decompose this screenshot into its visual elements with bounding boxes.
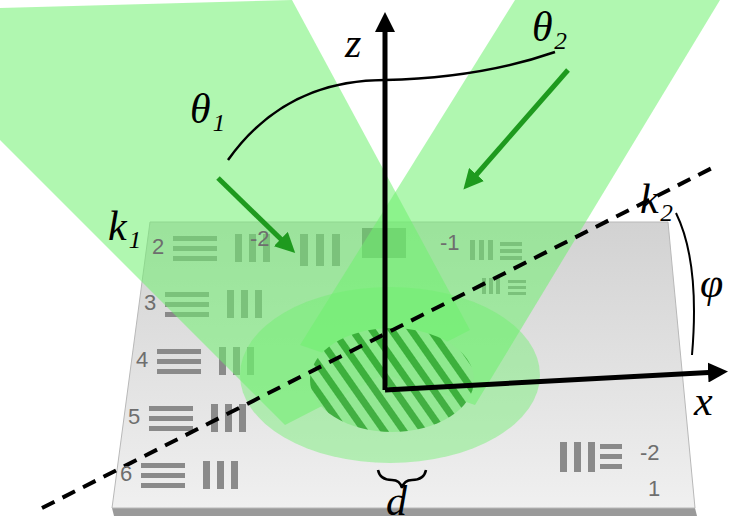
beam-footprint — [240, 287, 540, 463]
phi-arc — [676, 213, 694, 355]
target-bar — [560, 442, 567, 472]
target-bar — [203, 461, 210, 489]
group-number: 2 — [152, 236, 164, 258]
group-number: 3 — [144, 292, 156, 314]
target-bar — [217, 461, 224, 489]
angle-label: φ — [700, 262, 723, 304]
target-bar — [149, 426, 193, 431]
angle-label: θ₁ — [190, 88, 225, 130]
period-label: d — [386, 480, 407, 522]
target-bar — [149, 416, 193, 421]
target-bar — [141, 483, 185, 488]
z-axis — [383, 22, 388, 390]
target-bar — [600, 464, 622, 469]
wave-vector-label: k₁ — [108, 205, 141, 247]
group-number: -1 — [440, 232, 460, 254]
target-bar — [157, 349, 201, 354]
target-bar — [231, 461, 238, 489]
group-number: -2 — [640, 442, 660, 464]
angle-label: θ₂ — [532, 6, 567, 48]
target-bar — [157, 369, 201, 374]
axis-label: x — [694, 380, 713, 422]
target-bar — [574, 442, 581, 472]
wave-vector-label: k₂ — [640, 178, 673, 220]
target-bar — [225, 404, 232, 432]
target-bar — [239, 404, 246, 432]
theta-one-arc — [228, 80, 385, 160]
theta-two-arc — [385, 52, 555, 80]
target-bar — [149, 406, 193, 411]
group-number: 6 — [120, 463, 132, 485]
x-axis — [385, 372, 718, 390]
interference-fringes — [300, 320, 490, 440]
dashed-axis — [42, 168, 712, 508]
target-bar — [588, 442, 595, 472]
group-number: 4 — [136, 349, 148, 371]
target-bar — [157, 359, 201, 364]
target-bar — [141, 463, 185, 468]
group-number: 5 — [128, 406, 140, 428]
group-number: 1 — [648, 478, 660, 500]
k-two-arrow — [470, 70, 568, 182]
target-bar — [600, 444, 622, 449]
target-bar — [600, 454, 622, 459]
group-number: -2 — [250, 228, 270, 250]
target-bar — [141, 473, 185, 478]
axis-label: z — [345, 22, 361, 64]
